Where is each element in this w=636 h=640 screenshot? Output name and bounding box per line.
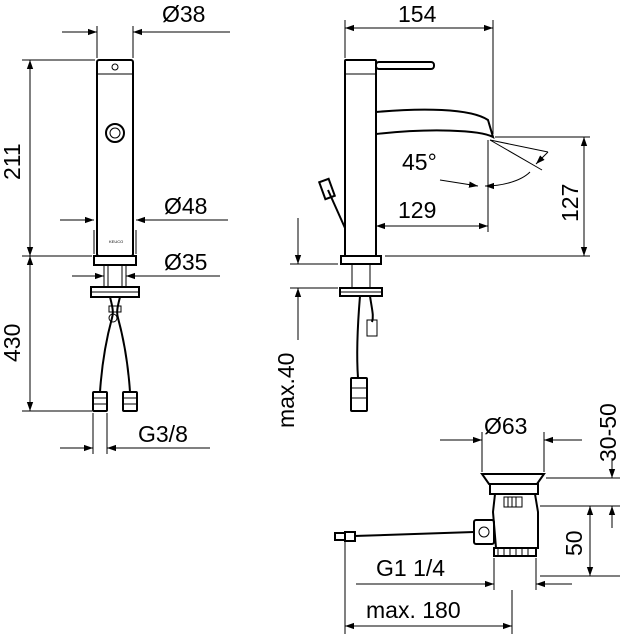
- dim-spout-reach: 154: [398, 1, 437, 27]
- dim-spout-angle: 45°: [402, 149, 437, 175]
- front-lever-pivot: [111, 63, 119, 71]
- side-view: 154 45° 127 129 max.40: [273, 1, 590, 428]
- side-fixing-nut: [339, 287, 383, 297]
- front-view: KEUCO Ø38 211 Ø: [0, 1, 230, 454]
- dim-body-height: 211: [0, 143, 25, 180]
- side-base: [340, 255, 382, 265]
- side-body: [344, 59, 377, 257]
- dim-spout-height: 127: [557, 184, 583, 222]
- dim-spout-projection: 129: [398, 197, 436, 223]
- side-spout: [375, 108, 495, 140]
- dim-base-diameter: Ø48: [164, 193, 207, 219]
- dim-max-rod: max. 180: [366, 597, 461, 623]
- side-lever: [375, 61, 435, 70]
- front-hose-left: [99, 296, 114, 393]
- dim-fixing-diameter: Ø35: [164, 249, 207, 275]
- front-body: [96, 59, 134, 257]
- brand-logo: KEUCO: [109, 239, 123, 244]
- waste-view: Ø63 30-50 50 G1 1/4 max. 180: [334, 403, 621, 634]
- dim-waste-range: 30-50: [595, 403, 621, 462]
- dim-hose-length: 430: [0, 324, 25, 362]
- front-base: [93, 255, 137, 266]
- front-hose-right: [116, 296, 131, 393]
- waste-flange: [489, 483, 539, 495]
- dim-max-deck: max.40: [273, 353, 299, 428]
- front-aerator: [105, 123, 125, 143]
- waste-thread-body: [493, 547, 537, 557]
- dim-top-diameter: Ø38: [162, 1, 205, 27]
- dim-waste-height: 50: [561, 530, 587, 556]
- waste-plug: [480, 473, 546, 485]
- dim-waste-diameter: Ø63: [484, 413, 527, 439]
- dim-waste-thread: G1 1/4: [376, 555, 445, 581]
- dim-hose-thread: G3/8: [138, 421, 188, 447]
